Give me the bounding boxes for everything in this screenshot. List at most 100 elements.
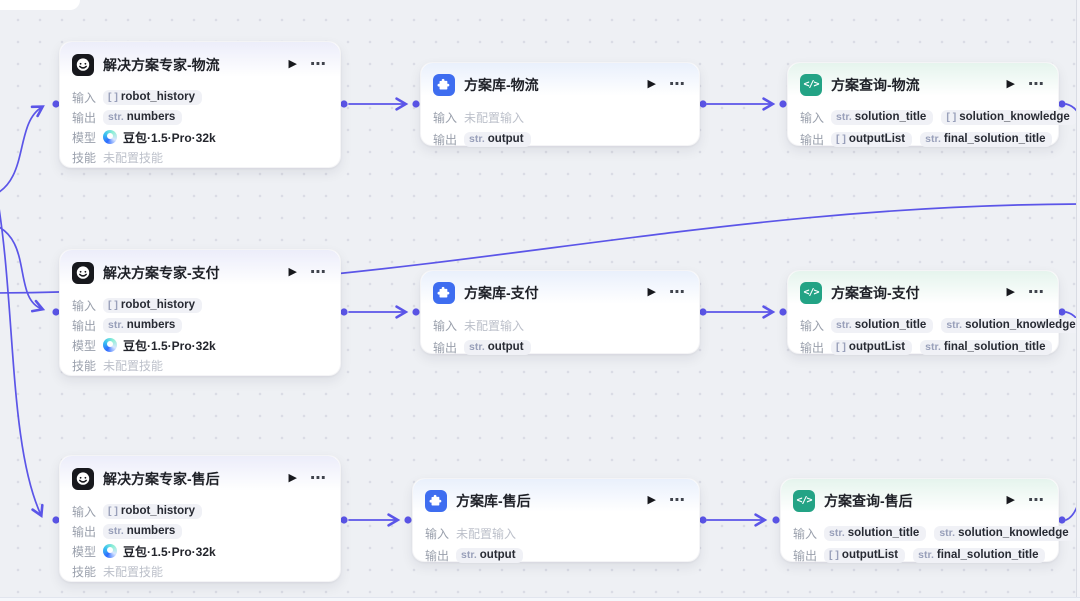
variable-pill: str.final_solution_title xyxy=(920,339,1053,355)
port-dot[interactable] xyxy=(699,516,707,524)
port-dot[interactable] xyxy=(52,308,60,316)
right-edge-strip xyxy=(1076,0,1080,601)
port-dot[interactable] xyxy=(340,308,348,316)
type-str-icon: str. xyxy=(829,526,845,539)
play-icon[interactable]: ▶ xyxy=(288,58,297,70)
field-label: 输入 xyxy=(800,318,825,333)
more-menu-icon[interactable]: ⋯ xyxy=(1028,283,1044,301)
more-menu-icon[interactable]: ⋯ xyxy=(669,283,685,301)
bottom-edge-strip xyxy=(0,597,1080,601)
variable-name: output xyxy=(487,340,524,353)
agent-bot-icon xyxy=(72,467,94,490)
node-actions: ▶⋯ xyxy=(647,491,685,509)
variable-pill: [ ]robot_history xyxy=(103,297,203,313)
node-title: 方案查询-支付 xyxy=(831,284,920,301)
port-dot[interactable] xyxy=(52,100,60,108)
node-actions: ▶⋯ xyxy=(1006,75,1044,93)
play-icon[interactable]: ▶ xyxy=(1006,494,1015,506)
node-actions: ▶⋯ xyxy=(288,469,326,487)
more-menu-icon[interactable]: ⋯ xyxy=(669,491,685,509)
type-array-icon: [ ] xyxy=(946,110,957,123)
variable-name: outputList xyxy=(848,132,906,145)
type-str-icon: str. xyxy=(108,318,124,331)
type-str-icon: str. xyxy=(836,110,852,123)
agent-bot-icon xyxy=(72,261,94,284)
type-str-icon: str. xyxy=(939,526,956,539)
more-menu-icon[interactable]: ⋯ xyxy=(310,469,326,487)
field-label: 输入 xyxy=(433,318,458,333)
variable-name: solution_title xyxy=(854,110,927,123)
port-dot[interactable] xyxy=(404,516,412,524)
port-dot[interactable] xyxy=(1058,516,1066,524)
code-brackets-icon: </> xyxy=(800,73,822,96)
field-label: 输出 xyxy=(433,132,458,147)
port-dot[interactable] xyxy=(412,308,420,316)
node-header: 方案库-支付▶⋯ xyxy=(421,271,699,307)
play-icon[interactable]: ▶ xyxy=(1006,78,1015,90)
variable-name: numbers xyxy=(126,318,176,331)
play-icon[interactable]: ▶ xyxy=(647,78,656,90)
node-header: </>方案查询-支付▶⋯ xyxy=(788,271,1058,307)
port-dot[interactable] xyxy=(772,516,780,524)
unconfigured-text: 未配置技能 xyxy=(103,358,164,373)
port-dot[interactable] xyxy=(699,100,707,108)
port-dot[interactable] xyxy=(779,308,787,316)
play-icon[interactable]: ▶ xyxy=(647,286,656,298)
more-menu-icon[interactable]: ⋯ xyxy=(1028,491,1044,509)
play-icon[interactable]: ▶ xyxy=(288,266,297,278)
more-menu-icon[interactable]: ⋯ xyxy=(310,55,326,73)
port-dot[interactable] xyxy=(412,100,420,108)
port-dot[interactable] xyxy=(1058,308,1066,316)
doubao-model-icon xyxy=(103,130,117,144)
more-menu-icon[interactable]: ⋯ xyxy=(1028,75,1044,93)
play-icon[interactable]: ▶ xyxy=(647,494,656,506)
more-menu-icon[interactable]: ⋯ xyxy=(669,75,685,93)
play-icon[interactable]: ▶ xyxy=(1006,286,1015,298)
port-dot[interactable] xyxy=(779,100,787,108)
node-header: 解决方案专家-售后▶⋯ xyxy=(60,456,340,494)
field-label: 技能 xyxy=(72,358,97,373)
port-dot[interactable] xyxy=(1058,100,1066,108)
node-actions: ▶⋯ xyxy=(1006,491,1044,509)
variable-name: outputList xyxy=(848,340,906,353)
node-field-row: 模型豆包·1.5·Pro·32k xyxy=(72,541,328,561)
node-header: 解决方案专家-物流▶⋯ xyxy=(60,42,340,80)
node-title: 解决方案专家-支付 xyxy=(103,264,220,281)
variable-pill: [ ]outputList xyxy=(831,131,913,147)
field-label: 输入 xyxy=(72,298,97,313)
variable-pill: str.final_solution_title xyxy=(913,547,1046,563)
port-dot[interactable] xyxy=(699,308,707,316)
type-str-icon: str. xyxy=(918,548,934,561)
play-icon[interactable]: ▶ xyxy=(288,472,297,484)
field-label: 输出 xyxy=(800,132,825,147)
field-label: 输出 xyxy=(72,524,97,539)
more-menu-icon[interactable]: ⋯ xyxy=(310,263,326,281)
port-dot[interactable] xyxy=(340,516,348,524)
plugin-puzzle-icon xyxy=(433,73,455,96)
type-array-icon: [ ] xyxy=(836,132,846,145)
unconfigured-text: 未配置输入 xyxy=(456,526,517,541)
type-array-icon: [ ] xyxy=(108,90,118,103)
port-dot[interactable] xyxy=(340,100,348,108)
type-array-icon: [ ] xyxy=(108,504,118,517)
port-dot[interactable] xyxy=(52,516,60,524)
edge-in-expert-aftersales xyxy=(0,209,44,519)
